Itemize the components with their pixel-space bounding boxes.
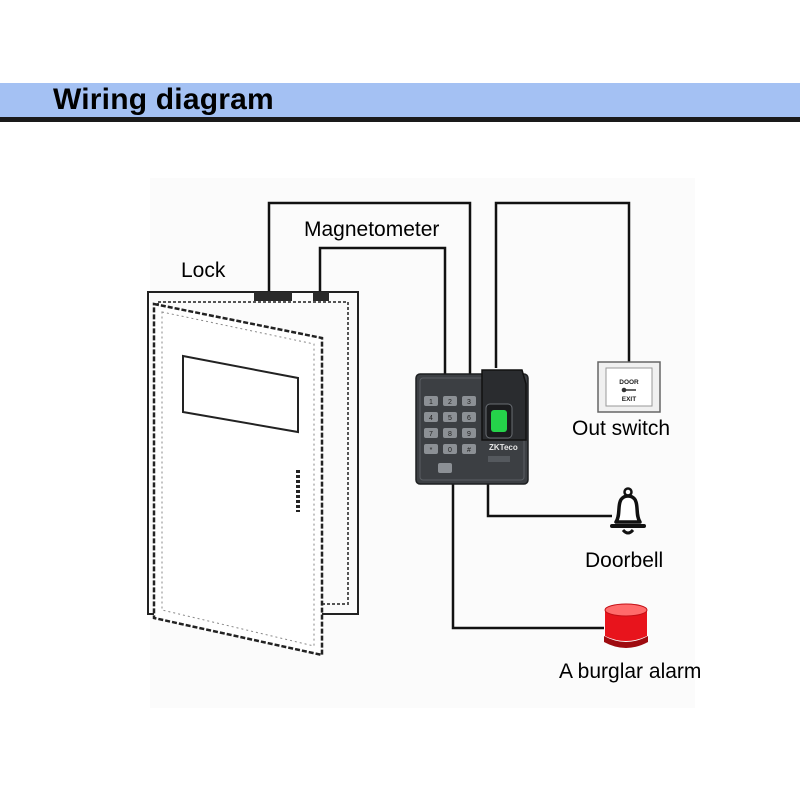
card-reader-mark <box>488 456 510 462</box>
out-switch-label: Out switch <box>572 417 671 440</box>
page-title: Wiring diagram <box>53 83 274 116</box>
keypad-key <box>424 428 438 438</box>
wire-lock <box>267 201 472 374</box>
keypad-key <box>424 396 438 406</box>
doorbell-key <box>438 463 452 473</box>
keypad-key <box>462 412 476 422</box>
keypad: 1 2 3 4 5 6 7 8 9 * 0 # <box>424 396 476 454</box>
burglar-alarm-label: A burglar alarm <box>559 660 702 683</box>
keypad-key <box>462 428 476 438</box>
magnetometer-block <box>313 292 329 301</box>
exit-button: DOOR EXIT <box>597 361 661 413</box>
keypad-key-label: # <box>467 447 471 454</box>
keypad-key <box>424 444 438 454</box>
fingerprint-sensor <box>491 410 507 432</box>
keypad-key-label: 0 <box>448 447 452 454</box>
keypad-key <box>462 396 476 406</box>
wire-out-switch <box>494 201 631 368</box>
keypad-key <box>443 412 457 422</box>
fingerprint-reader: 1 2 3 4 5 6 7 8 9 * 0 # ZKTeco <box>415 369 529 485</box>
keypad-key-label: 7 <box>429 431 433 438</box>
keypad-key-label: 1 <box>429 399 433 406</box>
wire-magnetometer <box>318 246 447 374</box>
keypad-key-label: 3 <box>467 399 471 406</box>
keypad-key-label: 8 <box>448 431 452 438</box>
keypad-key <box>462 444 476 454</box>
device-brand: ZKTeco <box>489 443 518 452</box>
keypad-key-label: 4 <box>429 415 433 422</box>
door-window <box>182 354 299 434</box>
alarm-light-icon <box>604 603 648 648</box>
bell-icon <box>610 487 646 535</box>
exit-button-text-top: DOOR <box>619 379 639 386</box>
keypad-key-label: 9 <box>467 431 471 438</box>
keypad-key <box>443 428 457 438</box>
wires <box>267 201 631 630</box>
lock-block <box>254 292 292 301</box>
keypad-key <box>424 412 438 422</box>
keypad-key-label: * <box>430 447 433 454</box>
exit-button-text-bottom: EXIT <box>622 396 636 403</box>
keypad-key-label: 5 <box>448 415 452 422</box>
lock-label: Lock <box>181 259 226 282</box>
key-icon <box>621 387 627 393</box>
header-rule <box>0 117 800 122</box>
keypad-key-label: 6 <box>467 415 471 422</box>
keypad-key <box>443 444 457 454</box>
door-leaf <box>152 302 324 657</box>
keypad-key-label: 2 <box>448 399 452 406</box>
keypad-key <box>443 396 457 406</box>
header-band <box>0 83 800 117</box>
wire-alarm <box>451 484 604 630</box>
wire-doorbell <box>486 484 612 518</box>
doorbell-label: Doorbell <box>585 549 664 572</box>
magnetometer-label: Magnetometer <box>304 218 440 241</box>
